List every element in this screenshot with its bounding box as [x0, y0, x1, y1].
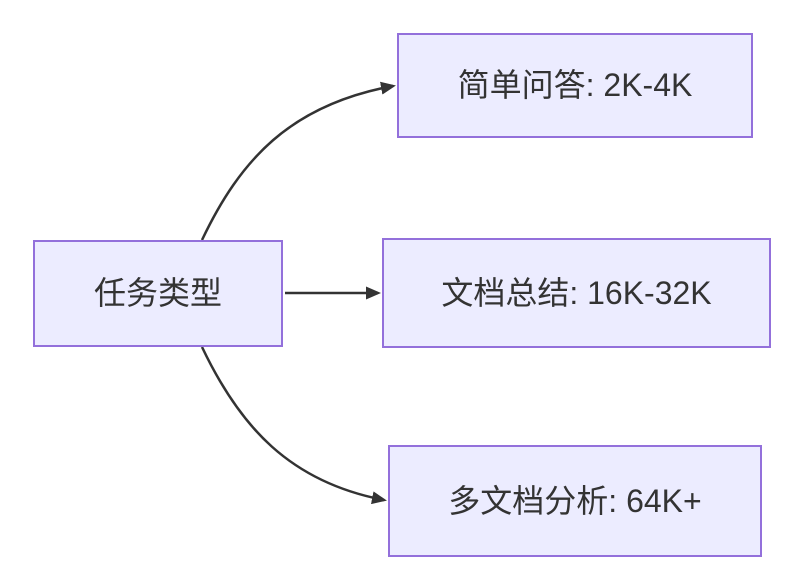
node-task-type-label: 任务类型 — [93, 275, 222, 312]
node-doc-summary: 文档总结: 16K-32K — [382, 238, 771, 348]
edge-task-to-simple-qa — [200, 81, 396, 241]
node-multi-doc-label: 多文档分析: 64K+ — [448, 482, 702, 519]
node-multi-doc: 多文档分析: 64K+ — [388, 445, 762, 557]
edge-task-to-multi-doc — [200, 346, 387, 505]
node-task-type: 任务类型 — [33, 240, 283, 347]
node-doc-summary-label: 文档总结: 16K-32K — [441, 274, 712, 311]
node-simple-qa: 简单问答: 2K-4K — [397, 33, 753, 138]
node-simple-qa-label: 简单问答: 2K-4K — [457, 67, 693, 104]
